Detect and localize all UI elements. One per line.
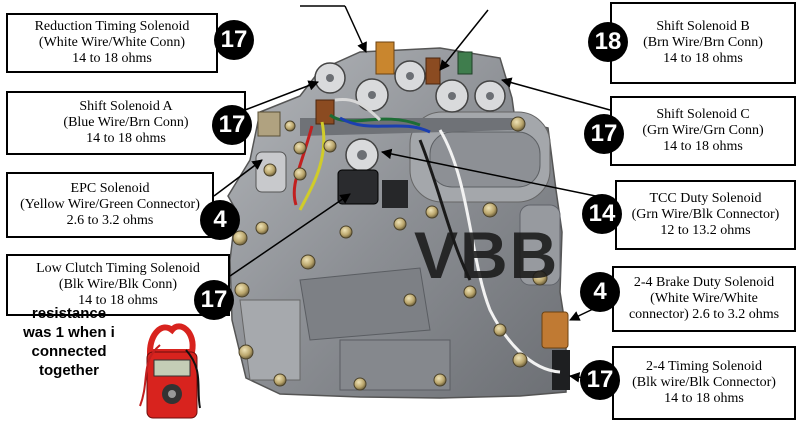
label-name: Low Clutch Timing Solenoid — [36, 261, 200, 276]
leader-epc — [213, 159, 263, 197]
badge-shift-a: 17 — [212, 105, 252, 145]
label-resistance: 14 to 18 ohms — [72, 51, 152, 66]
label-reduction-timing: Reduction Timing Solenoid (White Wire/Wh… — [6, 13, 218, 73]
label-name: Shift Solenoid B — [656, 19, 750, 34]
note-line: was 1 when i — [23, 324, 115, 341]
multimeter-image — [138, 316, 202, 422]
label-resistance: 14 to 18 ohms — [664, 391, 744, 406]
label-wire: (Grn Wire/Grn Conn) — [642, 123, 764, 138]
leader-tcc-duty — [380, 148, 616, 201]
resistance-note: resistance was 1 when i connected togeth… — [4, 304, 134, 380]
label-resistance: connector) 2.6 to 3.2 ohms — [628, 307, 780, 322]
label-brake-duty: 2-4 Brake Duty Solenoid (White Wire/Whit… — [612, 266, 796, 332]
badge-brake-duty: 4 — [580, 272, 620, 312]
leader-low-clutch — [229, 193, 351, 277]
badge-shift-b: 18 — [588, 22, 628, 62]
label-name: EPC Solenoid — [70, 181, 150, 196]
note-line: connected — [31, 343, 107, 360]
label-name: Reduction Timing Solenoid — [34, 19, 190, 34]
label-resistance: 14 to 18 ohms — [663, 51, 743, 66]
label-name: 2-4 Timing Solenoid — [646, 359, 762, 374]
label-wire: (Blk wire/Blk Connector) — [632, 375, 776, 390]
label-resistance: 12 to 13.2 ohms — [660, 223, 751, 238]
badge-shift-c: 17 — [584, 114, 624, 154]
label-wire: (Grn Wire/Blk Connector) — [631, 207, 780, 222]
leader-reduction-timing-arrow — [344, 5, 367, 53]
label-timing-24: 2-4 Timing Solenoid (Blk wire/Blk Connec… — [612, 346, 796, 420]
label-name: Shift Solenoid C — [656, 107, 750, 122]
leader-shift-a — [244, 80, 319, 111]
label-resistance: 2.6 to 3.2 ohms — [66, 213, 154, 228]
note-line: together — [39, 362, 99, 379]
leader-shift-b — [439, 9, 489, 71]
note-line: resistance — [31, 305, 107, 322]
label-wire: (White Wire/White — [650, 291, 758, 306]
label-resistance: 14 to 18 ohms — [78, 293, 158, 308]
label-wire: (Blue Wire/Brn Conn) — [63, 115, 189, 130]
badge-reduction-timing: 17 — [214, 20, 254, 60]
leader-shift-c — [500, 77, 611, 111]
label-wire: (Yellow Wire/Green Connector) — [20, 197, 200, 212]
label-resistance: 14 to 18 ohms — [86, 131, 166, 146]
watermark-logo: VBB — [414, 218, 560, 292]
label-low-clutch: Low Clutch Timing Solenoid (Blk Wire/Blk… — [6, 254, 230, 316]
label-shift-c: Shift Solenoid C (Grn Wire/Grn Conn) 14 … — [610, 96, 796, 166]
label-wire: (Blk Wire/Blk Conn) — [58, 277, 178, 292]
label-wire: (Brn Wire/Brn Conn) — [643, 35, 763, 50]
badge-tcc-duty: 14 — [582, 194, 622, 234]
badge-timing-24: 17 — [580, 360, 620, 400]
label-wire: (White Wire/White Conn) — [38, 35, 186, 50]
badge-epc: 4 — [200, 200, 240, 240]
label-resistance: 14 to 18 ohms — [663, 139, 743, 154]
label-shift-a: Shift Solenoid A (Blue Wire/Brn Conn) 14… — [6, 91, 246, 155]
label-shift-b: Shift Solenoid B (Brn Wire/Brn Conn) 14 … — [610, 2, 796, 84]
label-tcc-duty: TCC Duty Solenoid (Grn Wire/Blk Connecto… — [615, 180, 796, 250]
label-name: TCC Duty Solenoid — [649, 191, 762, 206]
label-epc: EPC Solenoid (Yellow Wire/Green Connecto… — [6, 172, 214, 238]
label-name: 2-4 Brake Duty Solenoid — [633, 275, 775, 290]
label-name: Shift Solenoid A — [79, 99, 173, 114]
valve-body-image — [227, 41, 570, 399]
badge-low-clutch: 17 — [194, 280, 234, 320]
